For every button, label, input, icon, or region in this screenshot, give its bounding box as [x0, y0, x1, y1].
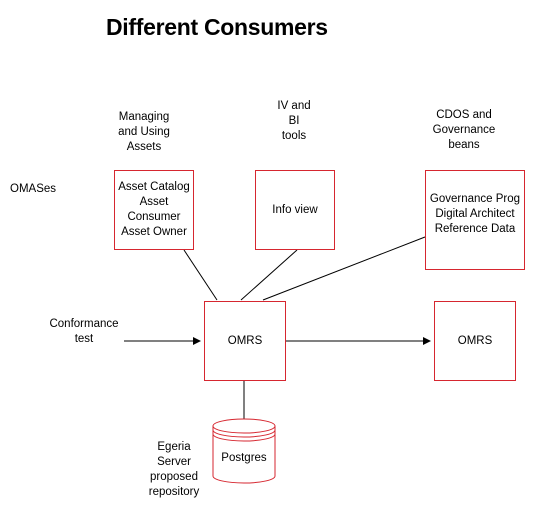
egeria-caption: Egeria Server proposed repository	[148, 441, 200, 498]
info-view-box: Info view	[255, 170, 335, 250]
omrs-main-box: OMRS	[204, 301, 286, 381]
diagram-title: Different Consumers	[106, 14, 328, 40]
cdos-caption: CDOS and Governance beans	[432, 109, 496, 151]
postgres-label: Postgres	[221, 452, 267, 464]
asset-omas-box: Asset Catalog Asset Consumer Asset Owner	[114, 170, 194, 250]
info-to-omrs-line	[240, 249, 298, 301]
assets-caption: Managing and Using Assets	[118, 111, 170, 153]
governance-omas-box: Governance Prog Digital Architect Refere…	[425, 170, 525, 270]
omrs-right-box: OMRS	[434, 301, 516, 381]
postgres-database-icon	[212, 418, 276, 484]
iv-caption: IV and BI tools	[277, 100, 311, 142]
omases-label: OMASes	[10, 183, 57, 195]
asset-to-omrs-line	[183, 249, 218, 301]
conformance-caption: Conformance test	[49, 318, 119, 345]
gov-to-omrs-line	[262, 236, 426, 301]
